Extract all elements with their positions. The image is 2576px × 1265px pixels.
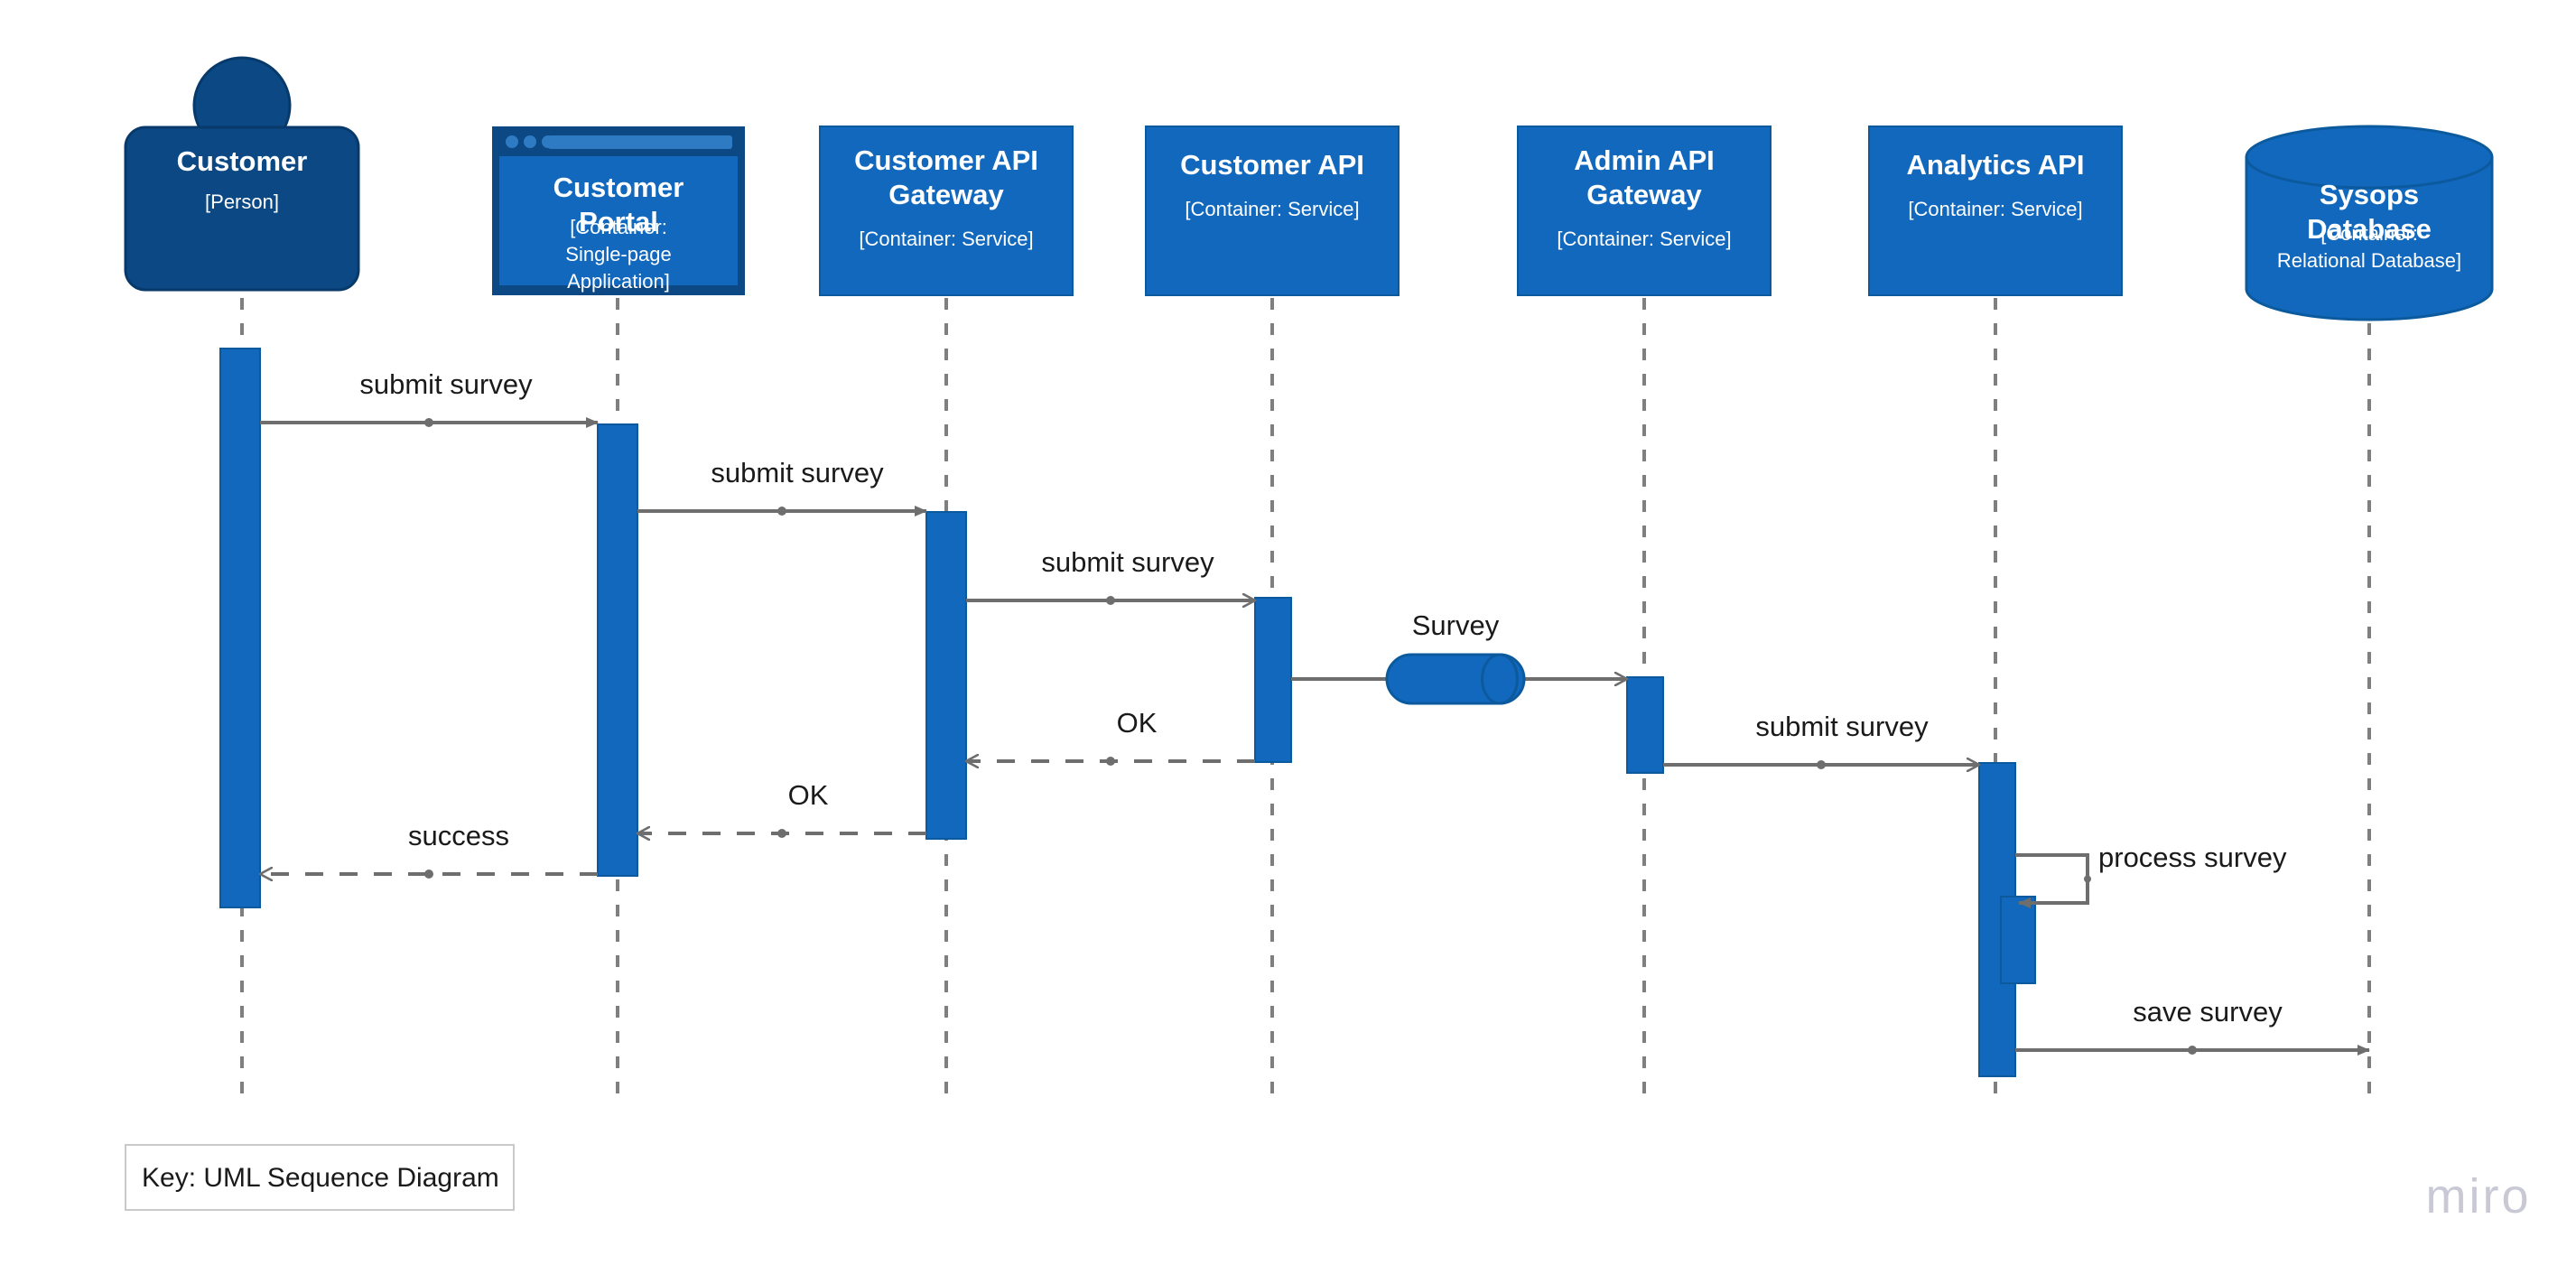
message-midpoint-dot xyxy=(1106,596,1115,605)
participant-title: Sysops xyxy=(2320,179,2419,210)
watermark-layer: miro xyxy=(2426,1169,2532,1223)
message-label: submit survey xyxy=(1041,546,1214,578)
participant-subtitle: [Container: Service] xyxy=(1557,228,1731,250)
message-m5[interactable]: OK xyxy=(966,707,1255,766)
participant-title: Portal xyxy=(579,206,658,237)
message-midpoint-dot xyxy=(1106,757,1115,766)
participant-title: Analytics API xyxy=(1907,149,2085,181)
message-m7[interactable]: OK xyxy=(637,779,926,838)
message-m9[interactable]: success xyxy=(260,820,598,879)
message-label: submit survey xyxy=(711,457,884,488)
miro-watermark: miro xyxy=(2426,1169,2532,1223)
message-m3[interactable]: submit survey xyxy=(966,546,1255,605)
person-body-shape xyxy=(124,126,360,292)
participant-title: Admin API xyxy=(1574,144,1715,176)
participant-title: Customer xyxy=(177,145,308,177)
message-m8[interactable]: process survey xyxy=(2015,842,2287,908)
activation-bar-customer-portal xyxy=(597,423,638,877)
participant-subtitle: [Container: xyxy=(2320,222,2418,245)
message-label: submit survey xyxy=(359,368,533,400)
message-label: process survey xyxy=(2098,842,2287,873)
participant-title: Customer API xyxy=(854,144,1038,176)
message-m4[interactable]: Survey xyxy=(1291,609,1627,705)
participant-customer[interactable]: Customer [Person] xyxy=(124,56,360,292)
participant-title: Database xyxy=(2307,213,2432,245)
participant-subtitle: [Container: Service] xyxy=(859,228,1033,250)
activation-bar-customer xyxy=(219,348,261,908)
participant-title: Gateway xyxy=(888,179,1004,210)
message-midpoint-dot xyxy=(2188,1046,2197,1055)
participant-customer-api[interactable]: Customer API [Container: Service] xyxy=(1145,126,1400,296)
database-top-ellipse xyxy=(2245,156,2494,190)
message-m10[interactable]: save survey xyxy=(2015,996,2370,1056)
browser-address-bar xyxy=(548,135,732,149)
legend-key-box: Key: UML Sequence Diagram xyxy=(125,1144,515,1211)
participant-title: Gateway xyxy=(1586,179,1702,210)
container-box-shape xyxy=(1868,126,2123,296)
activation-bar-customer-api-gateway xyxy=(925,511,967,840)
legend-box-border xyxy=(125,1144,515,1211)
activation-bar-analytics-api-nested xyxy=(2000,896,2036,984)
message-label: OK xyxy=(1117,707,1158,739)
message-m6[interactable]: submit survey xyxy=(1663,711,1979,769)
lifelines-layer xyxy=(240,298,2371,1103)
participant-analytics-api[interactable]: Analytics API [Container: Service] xyxy=(1868,126,2123,296)
message-midpoint-dot xyxy=(424,418,433,427)
activation-bar-customer-api xyxy=(1254,597,1292,763)
message-midpoint-dot xyxy=(777,829,786,838)
legend-layer: Key: UML Sequence Diagram xyxy=(125,1144,515,1211)
survey-object-shape xyxy=(1385,653,1526,705)
database-cylinder-shape xyxy=(2245,125,2494,321)
participant-title: Customer API xyxy=(1180,149,1364,181)
message-midpoint-dot xyxy=(1817,760,1826,769)
participant-title: Customer xyxy=(553,172,684,203)
legend-label: Key: UML Sequence Diagram xyxy=(142,1163,499,1193)
container-box-shape xyxy=(1145,126,1400,296)
activation-bar-admin-api-gateway xyxy=(1626,676,1664,774)
message-label: Survey xyxy=(1412,609,1500,641)
browser-viewport xyxy=(499,156,738,285)
message-label: OK xyxy=(788,779,829,811)
participant-subtitle: Relational Database] xyxy=(2277,249,2461,272)
participant-subtitle: [Container: Service] xyxy=(1908,198,2082,220)
participant-nodes-layer: Customer[Person]CustomerPortal[Container… xyxy=(124,56,2494,321)
participant-subtitle: [Container: Service] xyxy=(1185,198,1359,220)
survey-object-cap xyxy=(1481,653,1519,705)
participant-subtitle: [Person] xyxy=(205,191,279,213)
activation-bars-layer xyxy=(219,348,2036,1077)
message-label: success xyxy=(408,820,509,851)
message-m1[interactable]: submit survey xyxy=(260,368,599,428)
browser-dot-icon xyxy=(524,135,536,148)
message-midpoint-dot xyxy=(2084,875,2091,883)
message-midpoint-dot xyxy=(424,870,433,879)
participant-subtitle: Single-page xyxy=(565,243,671,265)
message-label: submit survey xyxy=(1755,711,1929,742)
container-box-shape xyxy=(1517,126,1772,296)
message-midpoint-dot xyxy=(777,507,786,516)
participant-subtitle: Application] xyxy=(567,270,670,293)
message-label: save survey xyxy=(2133,996,2283,1028)
container-box-shape xyxy=(819,126,1074,296)
message-m2[interactable]: submit survey xyxy=(637,457,927,516)
participant-subtitle: [Container: xyxy=(570,216,667,238)
browser-dot-icon xyxy=(506,135,518,148)
